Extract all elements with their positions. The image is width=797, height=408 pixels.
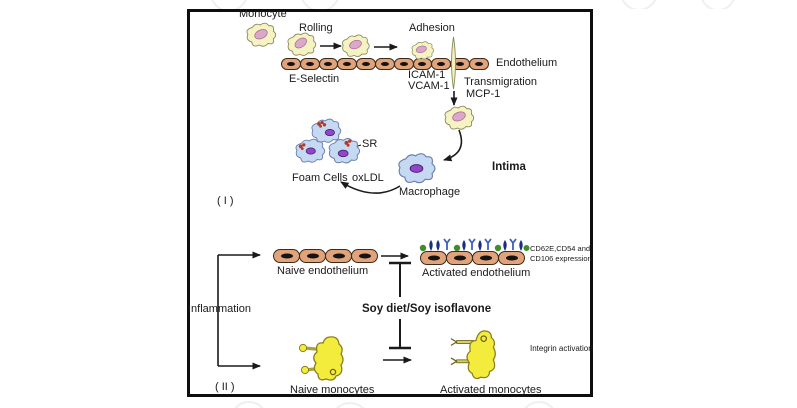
icam-1-label: ICAM-1 (408, 69, 446, 81)
adhering-monocyte-cell (411, 41, 434, 60)
activated-endothelium-row (420, 251, 525, 265)
rolling-monocyte-cell (287, 32, 317, 56)
endothelial-cell (498, 251, 525, 265)
activated-monocytes-label: Activated monocytes (440, 384, 542, 396)
endothelial-cell (374, 58, 395, 70)
foam-cell (295, 138, 326, 163)
mcp-1-label: MCP-1 (466, 88, 501, 100)
oxldl-label: oxLDL (352, 172, 384, 184)
cd-expression-line-2: CD106 expression (530, 254, 592, 263)
naive-monocytes-label: Naive monocytes (290, 384, 375, 396)
transmigration-label: Transmigration (464, 76, 537, 88)
soy-diet-label: Soy diet/Soy isoflavone (362, 303, 492, 315)
activated-monocyte-cell (450, 330, 496, 380)
endothelial-cell (446, 251, 473, 265)
activated-endothelium-label: Activated endothelium (422, 267, 531, 279)
inflammation-label: Inflammation (188, 303, 251, 315)
macrophage-cell (398, 153, 436, 184)
endothelial-cell (356, 58, 376, 70)
figure-border (187, 9, 593, 397)
endothelial-cell (273, 249, 300, 263)
to-macrophage-arrow (443, 129, 463, 162)
oxldl-arrow (340, 181, 401, 194)
adhesion-molecule-icons (419, 238, 530, 252)
naive-endothelium-row (273, 249, 378, 263)
endothelial-cell (472, 251, 499, 265)
panel-2-label: ( II ) (215, 381, 235, 393)
naive-monocyte-cell (298, 336, 344, 381)
macrophage-label: Macrophage (399, 186, 461, 198)
integrin-activation-label: Integrin activation (530, 344, 593, 353)
endothelial-cell (468, 58, 489, 70)
monocyte-cell (246, 22, 277, 47)
adhesion-label: Adhesion (409, 22, 455, 34)
endothelial-cell (351, 249, 378, 263)
vcam-1-label: VCAM-1 (408, 80, 450, 92)
endothelial-cell (337, 58, 358, 70)
foam-cells-label: Foam Cells (292, 172, 348, 184)
naive-endothelium-label: Naive endothelium (277, 265, 369, 277)
endothelial-cell (299, 249, 326, 263)
foam-cell (328, 138, 361, 164)
transmigrated-monocyte-cell (444, 105, 475, 130)
e-selectin-label: E-Selectin (289, 73, 340, 85)
endothelial-cell (325, 249, 352, 263)
endothelial-cell (281, 58, 301, 70)
rolling-monocyte-cell (341, 34, 370, 57)
endothelium-row (281, 58, 489, 70)
sr-label: SR (362, 138, 378, 150)
transmigrating-cell (451, 36, 456, 90)
endothelial-cell (318, 58, 339, 70)
foam-cell (311, 118, 342, 143)
intima-label: Intima (492, 161, 526, 173)
endothelial-cell (420, 251, 447, 265)
endothelial-cell (299, 58, 320, 70)
panel-1-label: ( I ) (217, 195, 234, 207)
monocyte-label: Monocyte (239, 8, 287, 20)
endothelium-label: Endothelium (496, 57, 558, 69)
rolling-label: Rolling (299, 22, 333, 34)
cd-expression-line-1: CD62E,CD54 and (530, 244, 591, 253)
